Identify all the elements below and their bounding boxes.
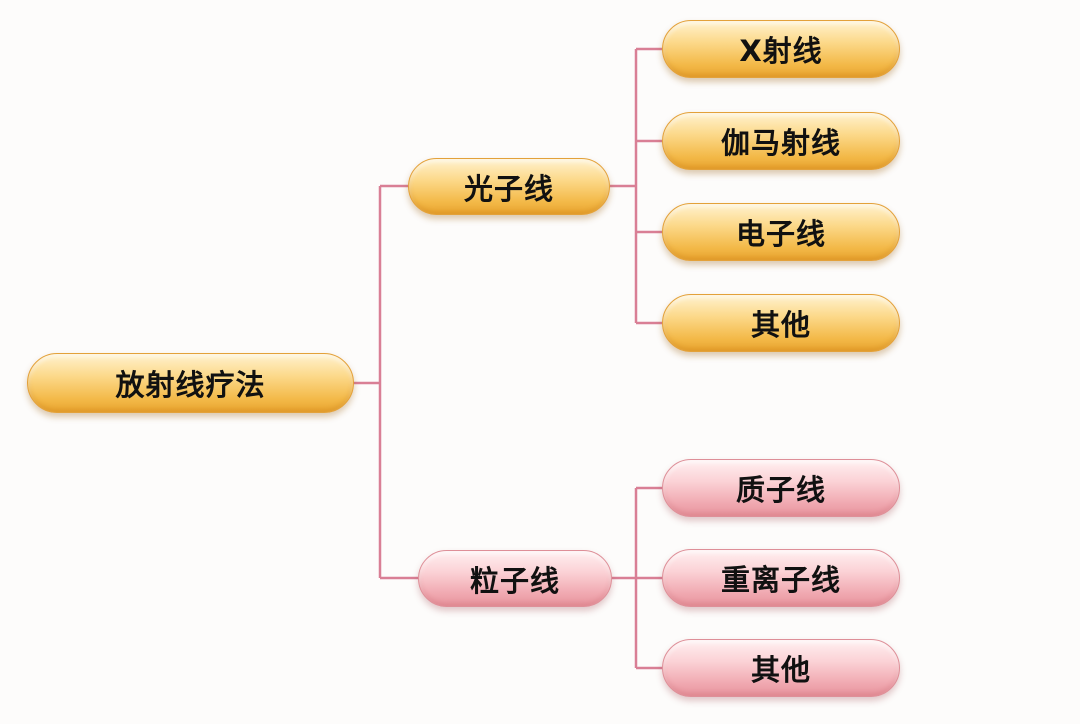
leaf-node-particle-other: 其他 [662,639,900,697]
leaf-node-proton: 质子线 [662,459,900,517]
branch-node-photon: 光子线 [408,158,610,215]
connector-particle-to-children [612,486,662,670]
leaf-node-x-ray: X射线 [662,20,900,78]
root-node: 放射线疗法 [27,353,354,413]
connector-root-to-branches [354,184,418,580]
connector-photon-to-children [610,47,662,325]
leaf-node-photon-other: 其他 [662,294,900,352]
leaf-node-gamma-ray: 伽马射线 [662,112,900,170]
branch-node-particle: 粒子线 [418,550,612,607]
leaf-node-heavy-ion: 重离子线 [662,549,900,607]
leaf-node-electron: 电子线 [662,203,900,261]
